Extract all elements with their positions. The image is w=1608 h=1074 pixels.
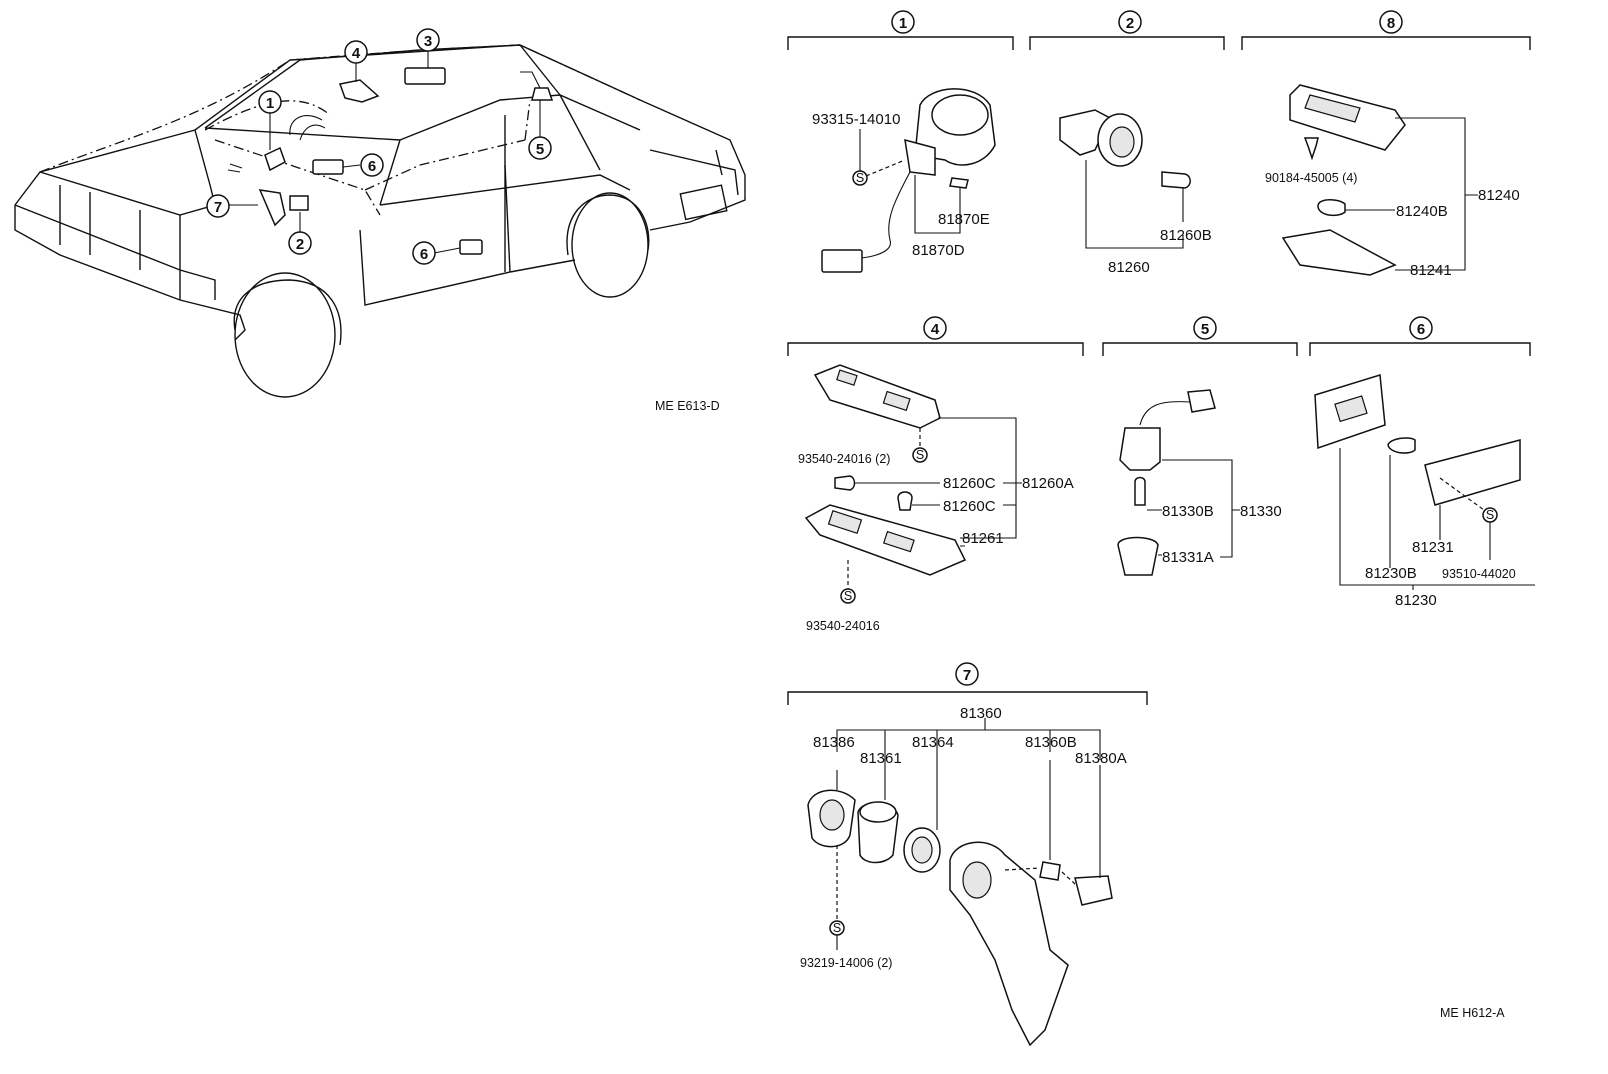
svg-text:S: S: [833, 921, 841, 935]
svg-text:1: 1: [266, 95, 274, 112]
label-81360: 81360: [960, 705, 1002, 722]
svg-text:5: 5: [536, 141, 544, 158]
car-callout-1: 1: [258, 90, 282, 114]
svg-text:4: 4: [352, 45, 361, 62]
section-1: 1 S 93315-14010 81870E 81870D: [787, 10, 1014, 273]
section-3: 8 90184-45005 (4) 81240B 81240 81241: [1241, 10, 1531, 279]
section-number: 1: [899, 15, 907, 32]
label-81360B: 81360B: [1025, 734, 1077, 751]
label-81331A: 81331A: [1162, 549, 1214, 566]
section-2: 2 81260B 81260: [1029, 10, 1225, 276]
car-callout-6a: 6: [360, 153, 384, 177]
svg-text:3: 3: [424, 33, 432, 50]
car-callouts: 1 4 3 5 6 7 2 6: [206, 28, 552, 265]
label-81260C-a: 81260C: [943, 475, 996, 492]
car-illustration: [14, 44, 746, 398]
section-number: 2: [1126, 15, 1134, 32]
label-81330: 81330: [1240, 503, 1282, 520]
svg-text:S: S: [1486, 508, 1494, 522]
car-callout-3: 3: [416, 28, 440, 52]
label-93315-14010: 93315-14010: [812, 111, 900, 128]
section-number: 7: [963, 667, 971, 684]
svg-text:2: 2: [296, 236, 304, 253]
svg-text:7: 7: [214, 199, 222, 216]
label-93219-14006: 93219-14006 (2): [800, 956, 892, 970]
section-4: 4 S S 93540-24016 (2) 81260C 81260A 8126…: [787, 316, 1084, 633]
section-number: 4: [931, 321, 940, 338]
car-callout-5: 5: [528, 136, 552, 160]
label-90184-45005: 90184-45005 (4): [1265, 171, 1357, 185]
section-number: 5: [1201, 321, 1209, 338]
section-number: 8: [1387, 15, 1395, 32]
figure-code-car: ME E613-D: [655, 399, 720, 413]
label-81361: 81361: [860, 750, 902, 767]
label-81241: 81241: [1410, 262, 1452, 279]
screw-mark: S: [856, 171, 864, 185]
car-callout-4: 4: [344, 40, 368, 64]
label-81230B: 81230B: [1365, 565, 1417, 582]
label-81870E: 81870E: [938, 211, 990, 228]
section-7: 7 S 81360 81386 81361 81364 81360B 81380…: [787, 662, 1148, 1047]
svg-text:S: S: [916, 448, 924, 462]
label-81364: 81364: [912, 734, 954, 751]
car-callout-7: 7: [206, 194, 230, 218]
section-6: 6 S 81231 93510-44020 81230B 81230: [1309, 316, 1535, 609]
label-81230: 81230: [1395, 592, 1437, 609]
car-callout-6b: 6: [412, 241, 436, 265]
svg-text:6: 6: [420, 246, 428, 263]
svg-text:6: 6: [368, 158, 376, 175]
car-callout-2: 2: [288, 231, 312, 255]
label-81260C-b: 81260C: [943, 498, 996, 515]
label-81380A: 81380A: [1075, 750, 1127, 767]
figure-code-parts: ME H612-A: [1440, 1006, 1505, 1020]
label-81386: 81386: [813, 734, 855, 751]
label-81260: 81260: [1108, 259, 1150, 276]
label-81240B: 81240B: [1396, 203, 1448, 220]
label-81330B: 81330B: [1162, 503, 1214, 520]
label-93510-44020: 93510-44020: [1442, 567, 1516, 581]
label-81261: 81261: [962, 530, 1004, 547]
label-93540-24016-2: 93540-24016 (2): [798, 452, 890, 466]
label-81870D: 81870D: [912, 242, 965, 259]
section-5: 5 81330B 81330 81331A: [1102, 316, 1298, 576]
label-81260A: 81260A: [1022, 475, 1074, 492]
svg-text:S: S: [844, 589, 852, 603]
label-81260B: 81260B: [1160, 227, 1212, 244]
label-81240: 81240: [1478, 187, 1520, 204]
label-93540-24016: 93540-24016: [806, 619, 880, 633]
label-81231: 81231: [1412, 539, 1454, 556]
section-number: 6: [1417, 321, 1425, 338]
